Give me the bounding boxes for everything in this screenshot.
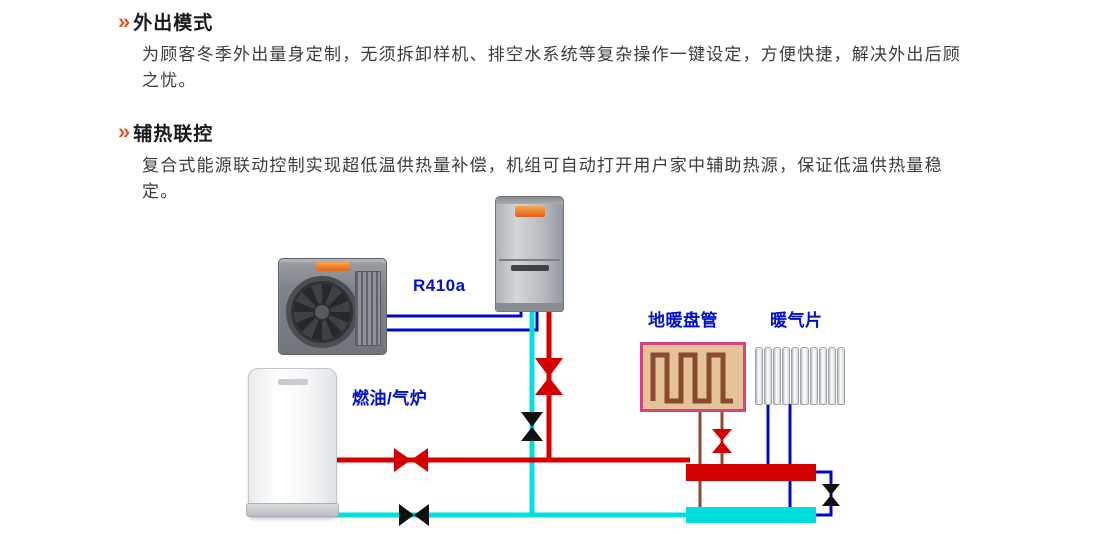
section-body: 复合式能源联动控制实现超低温供热量补偿，机组可自动打开用户家中辅助热源，保证低温…	[142, 155, 943, 202]
radiator-unit	[755, 347, 845, 405]
section-heading: » 辅热联控	[118, 119, 988, 146]
valve-return-black	[521, 412, 543, 441]
section-heading: » 外出模式	[118, 8, 988, 35]
indoor-unit	[495, 196, 564, 312]
double-chevron-icon: »	[118, 9, 130, 33]
valve-floor-coil	[712, 429, 732, 453]
brand-badge	[315, 262, 350, 271]
radiator-fin	[809, 347, 818, 405]
radiator-fin	[755, 347, 764, 405]
radiator-fin	[791, 347, 800, 405]
feature-sections: » 外出模式 为顾客冬季外出量身定制，无须拆卸样机、排空水系统等复杂操作一键设定…	[118, 8, 988, 229]
radiator-fin	[782, 347, 791, 405]
section-title: 外出模式	[133, 13, 214, 34]
grille	[355, 271, 381, 346]
boiler-unit	[246, 368, 339, 518]
fan-icon	[286, 276, 358, 348]
manifold-return	[686, 507, 816, 523]
section-body: 为顾客冬季外出量身定制，无须拆卸样机、排空水系统等复杂操作一键设定，方便快捷，解…	[142, 45, 961, 91]
refrigerant-label: R410a	[413, 276, 466, 295]
radiator-fin	[818, 347, 827, 405]
bypass-pipe	[814, 470, 833, 517]
coil-serpentine-icon	[650, 352, 733, 404]
unit-base	[496, 303, 563, 311]
double-chevron-icon: »	[118, 119, 130, 144]
panel-seam	[499, 259, 560, 261]
boiler-base	[246, 503, 339, 517]
top-cap	[496, 197, 563, 204]
manifold-supply	[686, 464, 816, 481]
radiator-fin	[773, 347, 782, 405]
floor-heating-coil	[640, 342, 746, 412]
valve-bypass	[822, 484, 840, 506]
vent-slot	[510, 265, 549, 271]
valve-hot-supply	[535, 358, 563, 395]
valve-boiler-hot	[394, 448, 428, 472]
outdoor-unit	[278, 258, 387, 355]
radiator-label: 暖气片	[770, 311, 823, 330]
brand-badge	[514, 206, 545, 217]
radiator-fin	[764, 347, 773, 405]
radiator-fin	[827, 347, 836, 405]
boiler-label: 燃油/气炉	[352, 389, 428, 408]
section-aux-heat: » 辅热联控 复合式能源联动控制实现超低温供热量补偿，机组可自动打开用户家中辅助…	[118, 119, 988, 206]
brand-badge	[277, 379, 308, 385]
section-title: 辅热联控	[133, 123, 214, 145]
refrigerant-line-2	[384, 310, 539, 332]
floor-coil-label: 地暖盘管	[648, 311, 718, 330]
valve-boiler-return	[399, 504, 429, 526]
radiator-fin	[836, 347, 845, 405]
section-away-mode: » 外出模式 为顾客冬季外出量身定制，无须拆卸样机、排空水系统等复杂操作一键设定…	[118, 8, 988, 95]
radiator-fin	[800, 347, 809, 405]
refrigerant-line-1	[384, 310, 523, 318]
